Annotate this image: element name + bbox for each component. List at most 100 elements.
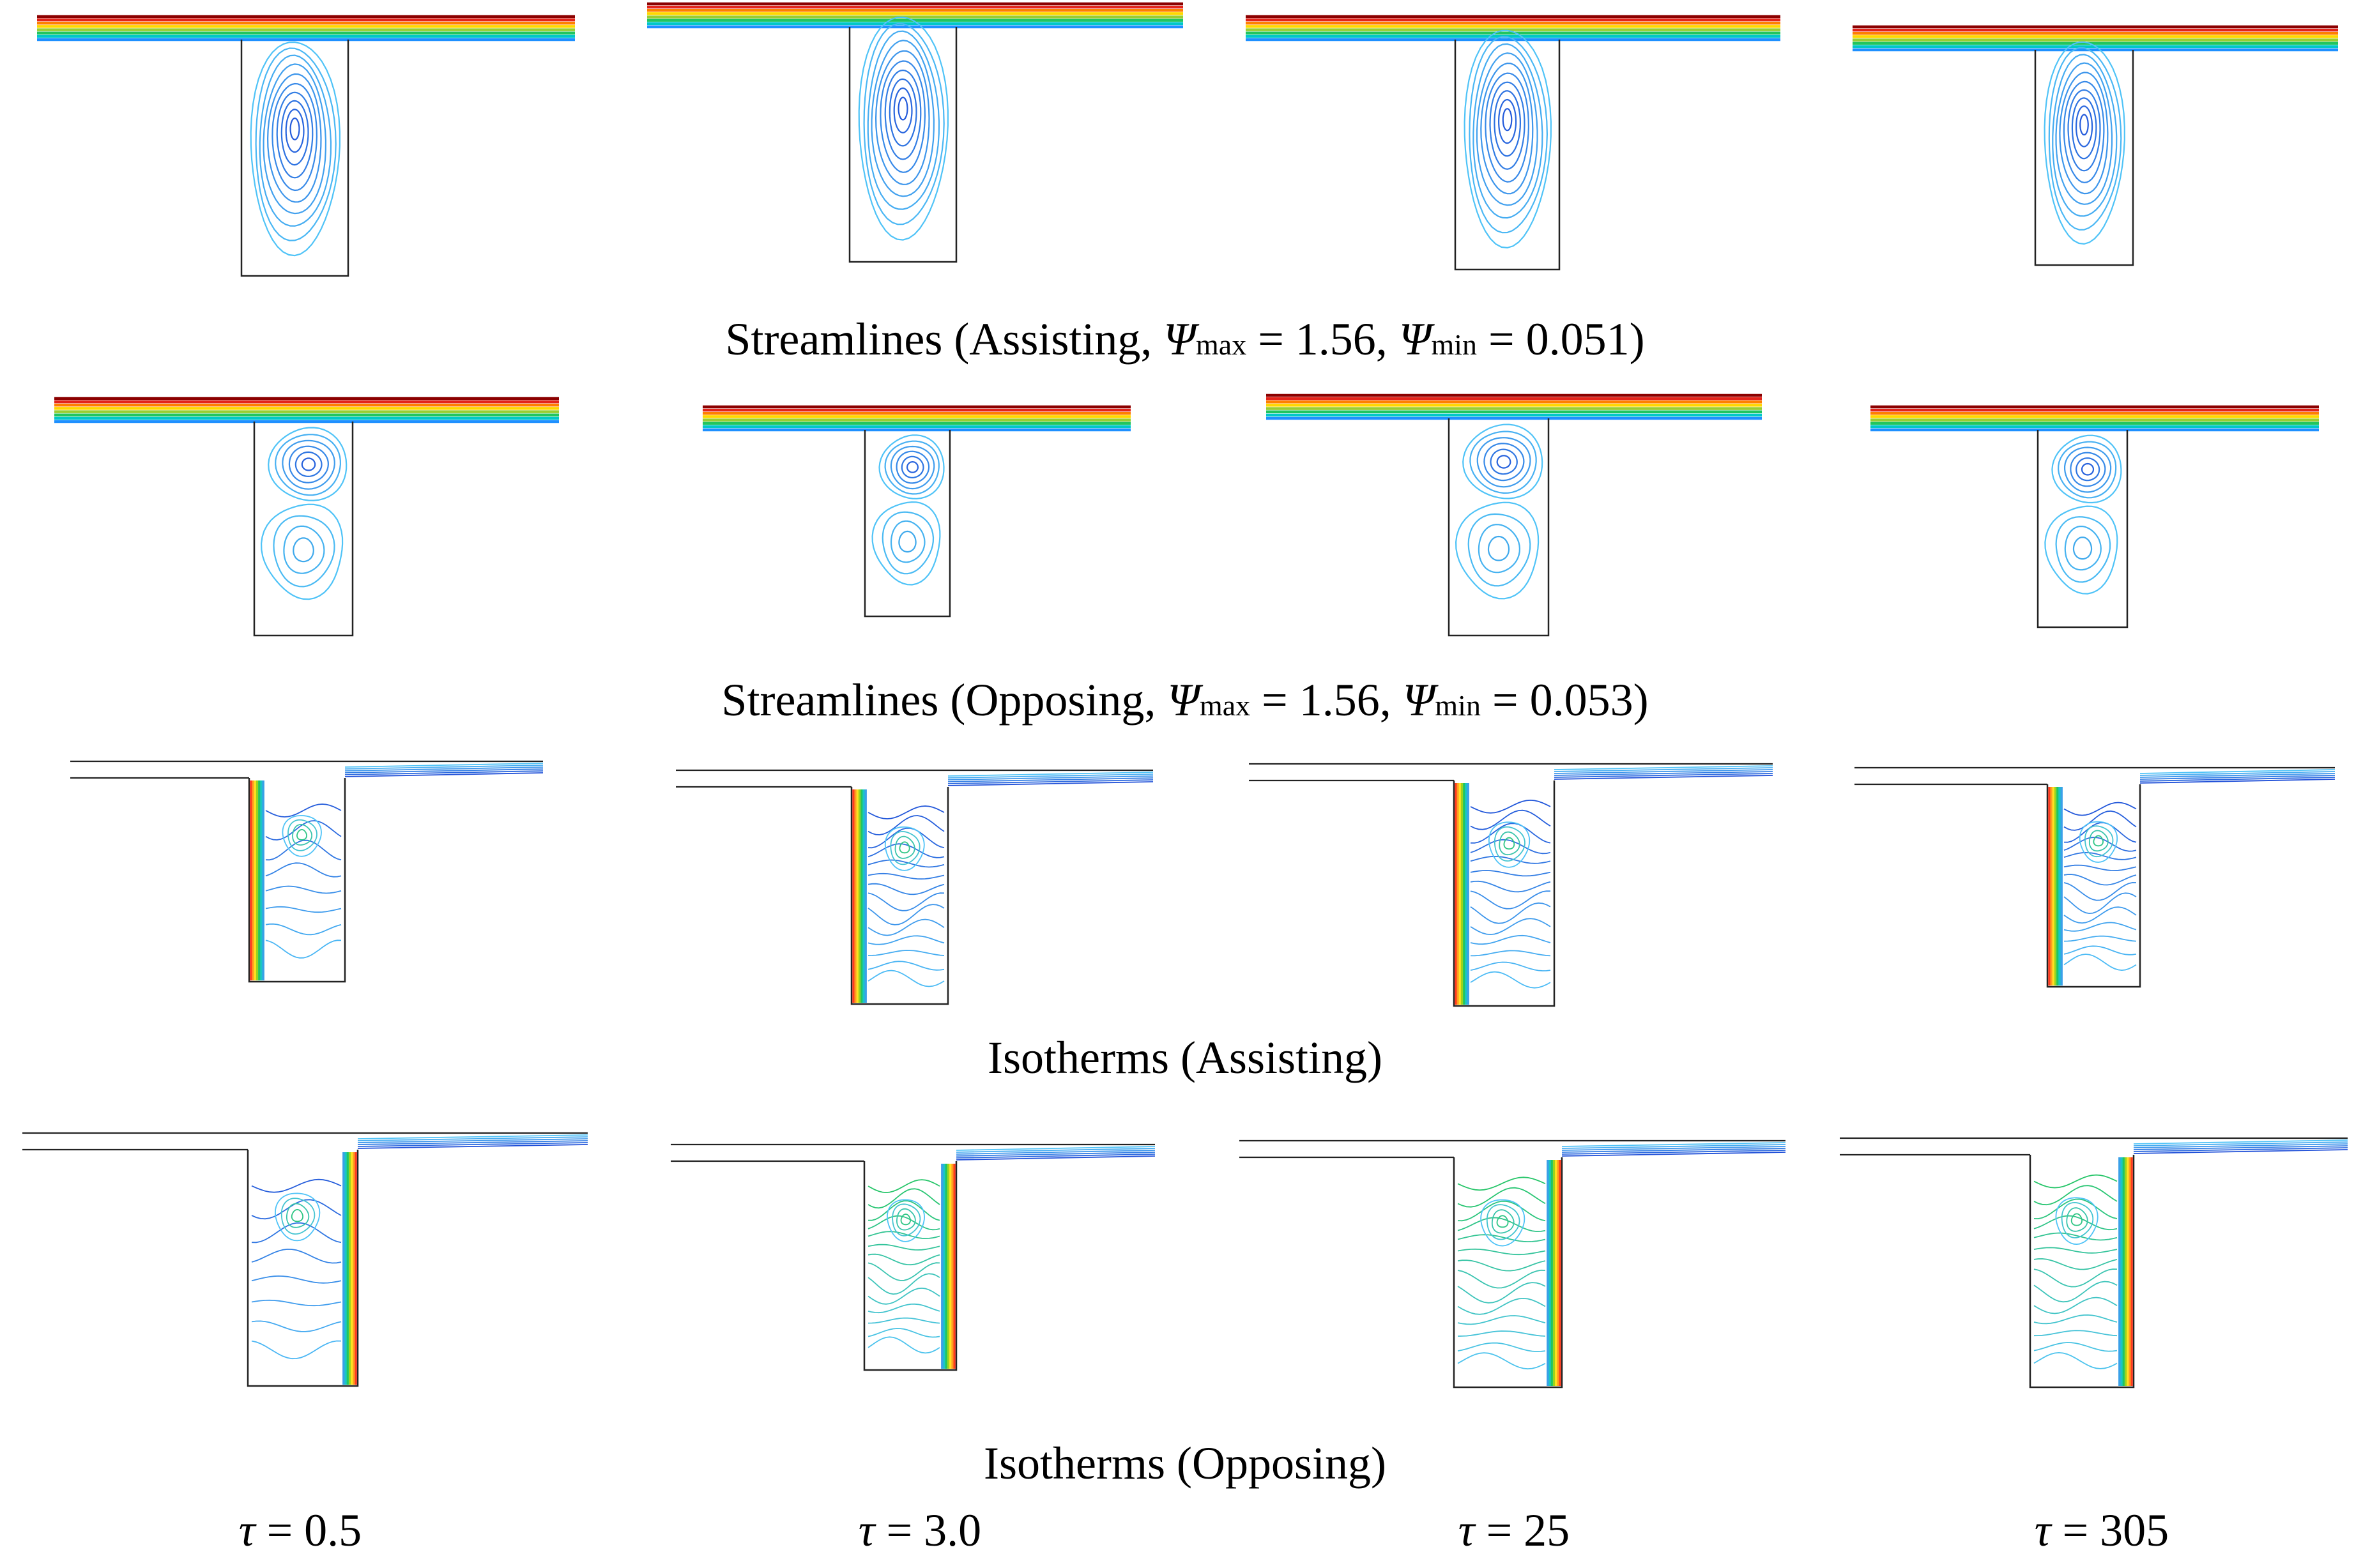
isotherm-swirl xyxy=(1499,831,1520,856)
cavity-isotherm xyxy=(265,940,342,959)
cavity-isotherm xyxy=(1457,1352,1546,1370)
cavity-frame xyxy=(247,1150,359,1387)
cavity-frame xyxy=(253,422,354,637)
time-label-1: τ = 0.5 xyxy=(238,1505,362,1556)
isotherm-swirl xyxy=(1486,1204,1520,1240)
channel-isotherm xyxy=(344,765,544,770)
streamline-contour xyxy=(1489,81,1525,170)
cavity-isotherm xyxy=(1457,1176,1546,1191)
streamline-contour-upper xyxy=(1496,455,1511,469)
streamline-contour xyxy=(1469,36,1548,234)
channel-isotherm xyxy=(2139,777,2336,782)
streamline-contour-lower xyxy=(2044,505,2118,595)
cavity-isotherm xyxy=(2063,922,2137,932)
isotherm-swirl xyxy=(274,1192,321,1242)
cavity-isotherm xyxy=(1470,799,1551,814)
channel-isotherm xyxy=(2139,773,2336,778)
isotherm-swirl xyxy=(899,841,910,854)
channel-isotherm xyxy=(1561,1142,1786,1147)
channel-isotherm xyxy=(947,777,1154,782)
cavity-isotherm xyxy=(1470,934,1551,945)
streamline-contour xyxy=(1476,52,1538,206)
cavity-isotherm xyxy=(868,1303,940,1314)
cavity-isotherm xyxy=(251,1199,342,1220)
cavity-isotherm xyxy=(265,803,342,818)
channel-isotherm xyxy=(344,766,544,772)
cavity-isotherm xyxy=(2063,881,2137,901)
streamline-contour-upper xyxy=(301,457,316,471)
cavity-isotherm xyxy=(868,1200,940,1221)
streamline-contour xyxy=(893,87,913,133)
channel-isotherm xyxy=(2139,779,2336,784)
cavity-isotherm xyxy=(868,935,945,945)
cavity-frame xyxy=(850,787,949,1005)
channel-isotherm xyxy=(947,772,1154,777)
streamline-contour-lower xyxy=(2064,526,2102,571)
cavity-isotherm xyxy=(2033,1281,2118,1303)
cavity-isotherm xyxy=(2033,1258,2118,1270)
cavity-isotherm xyxy=(868,1188,940,1209)
streamline-contour xyxy=(255,47,337,241)
cavity-frame xyxy=(1453,780,1556,1007)
cavity-isotherm xyxy=(868,1244,940,1251)
cavity-isotherm xyxy=(1470,855,1551,864)
streamline-contour xyxy=(2067,89,2101,172)
cavity-isotherm xyxy=(1470,918,1551,936)
streamline-contour xyxy=(2079,114,2089,136)
cavity-isotherm xyxy=(1470,823,1551,844)
channel-isotherm xyxy=(1561,1148,1786,1153)
channel-isotherm xyxy=(344,768,544,773)
streamline-contour-lower xyxy=(2055,516,2111,583)
isotherm-swirl xyxy=(1488,821,1531,868)
streamline-contour-upper xyxy=(2076,457,2100,482)
streamline-contour xyxy=(898,96,908,121)
streamline-contour-lower xyxy=(1478,524,1521,574)
streamline-contour-upper xyxy=(1469,430,1537,494)
streamline-contour-upper xyxy=(1476,437,1531,488)
cavity-isotherm xyxy=(265,906,342,913)
streamline-contour xyxy=(2059,72,2109,195)
isotherm-swirl xyxy=(900,1214,912,1226)
isotherm-swirl xyxy=(1480,1199,1525,1247)
cavity-isotherm xyxy=(1457,1234,1546,1243)
panel-row4-col1 xyxy=(22,1132,588,1387)
channel-isotherm xyxy=(344,772,544,777)
cavity-isotherm xyxy=(868,904,945,925)
streamline-contour xyxy=(867,30,940,210)
cavity-isotherm xyxy=(1457,1315,1546,1325)
streamline-contour-upper xyxy=(890,445,935,490)
streamline-contour xyxy=(863,22,945,225)
streamline-contour-lower xyxy=(882,511,935,575)
channel-isotherm xyxy=(947,779,1154,784)
cavity-isotherm xyxy=(265,885,342,894)
panel-row2-col4 xyxy=(1870,405,2319,628)
channel-isotherm xyxy=(357,1138,588,1143)
isotherm-swirl xyxy=(2088,830,2109,852)
streamline-contour xyxy=(285,109,305,153)
streamline-contour-upper xyxy=(2051,434,2122,504)
cavity-isotherm xyxy=(265,923,342,936)
channel-isotherm xyxy=(1561,1146,1786,1151)
streamline-contour-upper xyxy=(906,461,919,473)
streamline-contour-lower xyxy=(2072,537,2093,560)
cavity-isotherm xyxy=(2063,935,2137,942)
isotherm-swirl xyxy=(287,819,317,851)
cavity-frame xyxy=(2034,50,2134,266)
streamline-contour xyxy=(250,41,340,257)
cavity-isotherm xyxy=(1457,1282,1546,1304)
cavity-isotherm xyxy=(2063,802,2137,816)
cavity-frame xyxy=(863,1161,958,1371)
cavity-isotherm xyxy=(2063,945,2137,955)
isotherm-swirl xyxy=(2066,1207,2088,1232)
channel-isotherm xyxy=(357,1142,588,1147)
cavity-frame xyxy=(1453,1157,1563,1389)
cavity-isotherm xyxy=(868,1317,940,1324)
streamline-contour xyxy=(259,54,332,227)
cavity-isotherm xyxy=(2063,954,2137,971)
streamline-contour xyxy=(2076,105,2093,148)
cavity-isotherm xyxy=(265,839,342,861)
cavity-isotherm xyxy=(2033,1198,2118,1220)
panel-row4-col4 xyxy=(1840,1137,2348,1389)
cavity-isotherm xyxy=(2063,822,2137,843)
streamline-contour-upper xyxy=(1490,448,1518,475)
